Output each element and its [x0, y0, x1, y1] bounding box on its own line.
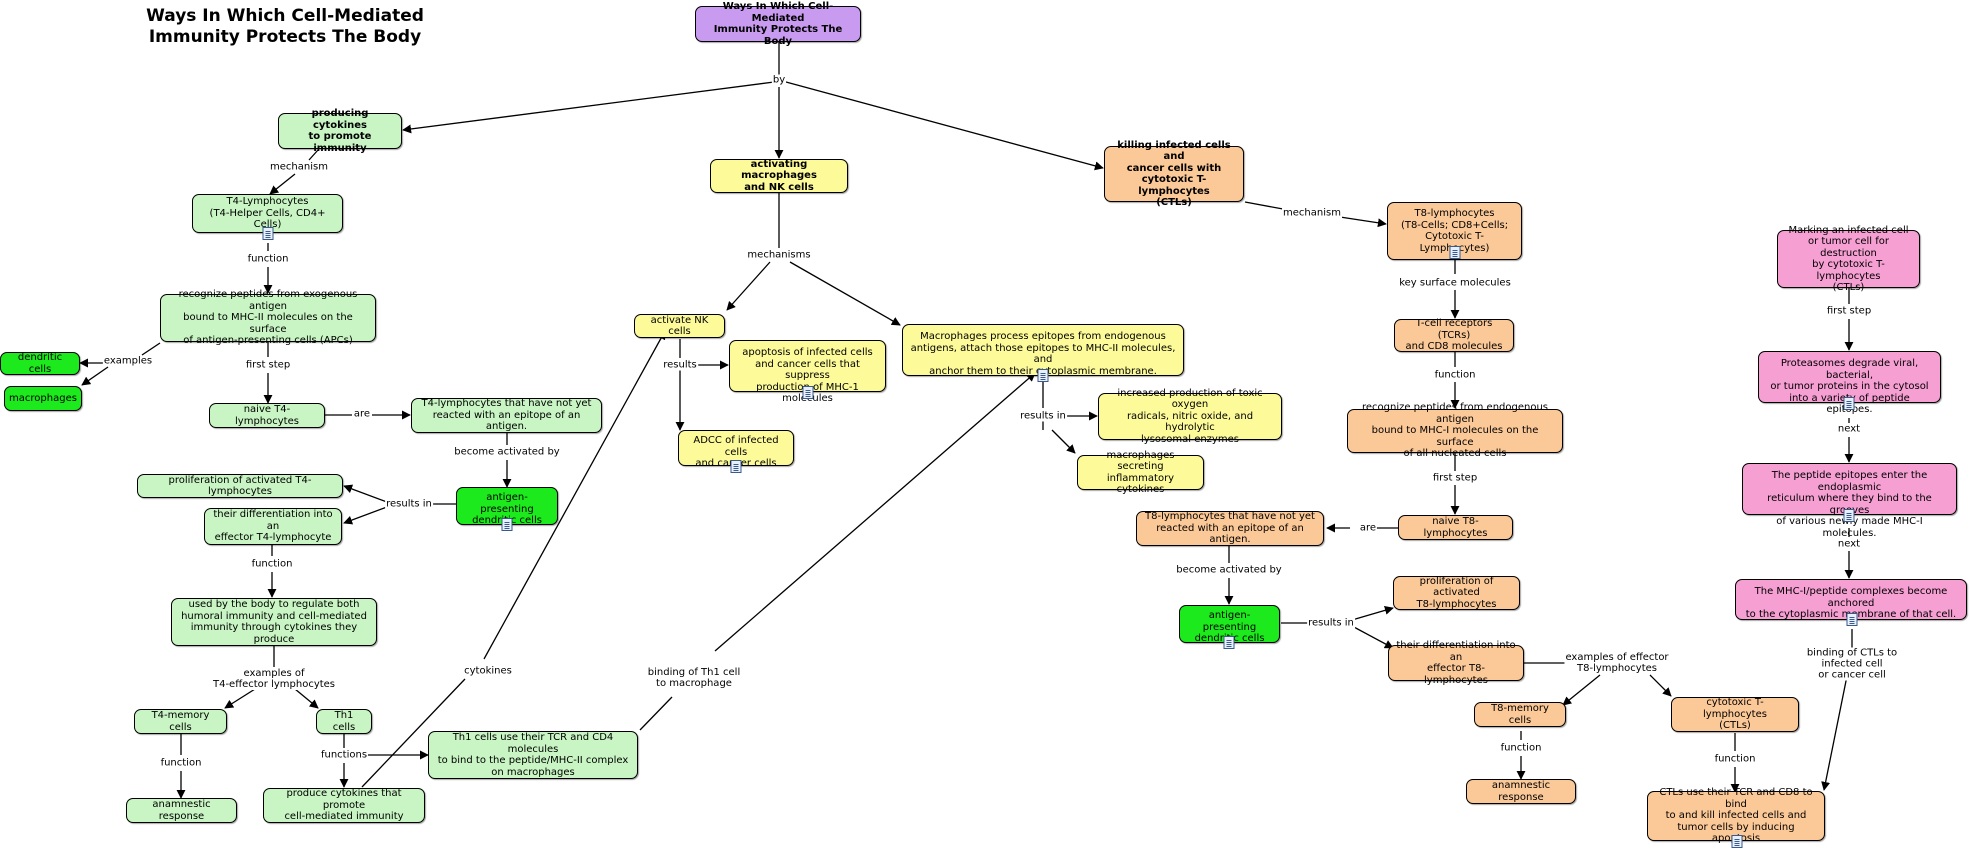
produce-cytokines-node[interactable]: produce cytokines that promote cell-medi… — [263, 788, 425, 823]
link-label-binding-ctls: binding of CTLs to infected cell or canc… — [1792, 647, 1912, 681]
link-label-next-2: next — [1836, 538, 1862, 550]
proliferation-t4-node[interactable]: proliferation of activated T4-lymphocyte… — [137, 474, 343, 498]
link-label-function-ctl: function — [1713, 753, 1757, 765]
link-label-become-activated-left: become activated by — [453, 446, 561, 458]
th1-tcr-node[interactable]: Th1 cells use their TCR and CD4 molecule… — [428, 731, 638, 779]
used-by-body-node[interactable]: used by the body to regulate both humora… — [171, 598, 377, 646]
diagram-title: Ways In Which Cell-Mediated Immunity Pro… — [146, 6, 424, 47]
t8-not-reacted-node[interactable]: T8-lymphocytes that have not yet reacted… — [1136, 511, 1324, 546]
link-label-are-left: are — [352, 408, 372, 420]
link-label-results-in-right: results in — [1307, 617, 1355, 629]
th1-cells-node[interactable]: Th1 cells — [316, 709, 372, 734]
mhc-anchored-node[interactable]: The MHC-I/peptide complexes become ancho… — [1735, 579, 1967, 620]
anamnestic-left-node[interactable]: anamnestic response — [126, 798, 237, 823]
document-icon[interactable] — [1037, 369, 1049, 382]
document-icon[interactable] — [1843, 509, 1855, 522]
link-label-function-tcr: function — [1433, 369, 1477, 381]
link-label-examples: examples — [102, 355, 154, 367]
t4-not-reacted-node[interactable]: T4-lymphocytes that have not yet reacted… — [411, 398, 602, 433]
increased-production-node[interactable]: increased production of toxic oxygen rad… — [1098, 388, 1282, 445]
activate-nk-node[interactable]: activate NK cells — [634, 314, 725, 338]
link-label-mechanism-right: mechanism — [1282, 207, 1342, 219]
document-icon[interactable] — [262, 227, 274, 240]
link-label-next-1: next — [1836, 423, 1862, 435]
peptide-enter-node[interactable]: The peptide epitopes enter the endoplasm… — [1742, 463, 1957, 539]
link-label-function-memory: function — [159, 757, 203, 769]
link-label-examples-effector: examples of effector T8-lymphocytes — [1564, 652, 1670, 674]
macrophages-secreting-node[interactable]: macrophages secreting inflammatory cytok… — [1077, 450, 1204, 495]
document-icon[interactable] — [802, 386, 814, 399]
ctls-use-node[interactable]: CTLs use their TCR and CD8 to bind to an… — [1647, 787, 1825, 844]
recognize-mhc1-node[interactable]: recognize peptides from endogenous antig… — [1347, 402, 1563, 459]
link-label-become-activated-right: become activated by — [1175, 564, 1283, 576]
link-label-function-diff: function — [250, 558, 294, 570]
proliferation-t8-node[interactable]: proliferation of activated T8-lymphocyte… — [1393, 576, 1520, 610]
link-label-first-step-marking: first step — [1825, 305, 1873, 317]
link-label-by: by — [771, 74, 787, 86]
link-label-results-in-left: results in — [385, 498, 433, 510]
link-label-first-step-left: first step — [244, 359, 292, 371]
document-icon[interactable] — [1846, 613, 1858, 626]
apc-dendritic-right-node[interactable]: antigen-presenting dendritic cells — [1179, 605, 1280, 644]
root-node[interactable]: Ways In Which Cell-Mediated Immunity Pro… — [695, 1, 861, 47]
link-label-binding-th1: binding of Th1 cell to macrophage — [646, 667, 742, 689]
t8-lymphocytes-node[interactable]: T8-lymphocytes (T8-Cells; CD8+Cells; Cyt… — [1387, 202, 1522, 260]
naive-t8-node[interactable]: naive T8-lymphocytes — [1398, 515, 1513, 540]
naive-t4-node[interactable]: naive T4-lymphocytes — [209, 403, 325, 428]
differentiation-t8-node[interactable]: their differentiation into an effector T… — [1388, 640, 1524, 686]
link-label-function-t8mem: function — [1499, 742, 1543, 754]
document-icon[interactable] — [1731, 835, 1743, 848]
macrophages-process-node[interactable]: Macrophages process epitopes from endoge… — [902, 324, 1184, 377]
ctl-node[interactable]: cytotoxic T-lymphocytes (CTLs) — [1671, 697, 1799, 732]
recognize-mhc2-node[interactable]: recognize peptides from exogenous antige… — [160, 289, 376, 346]
document-icon[interactable] — [501, 518, 513, 531]
link-label-key-surface: key surface molecules — [1398, 277, 1512, 289]
link-label-function-t4: function — [246, 253, 290, 265]
link-label-mechanisms: mechanisms — [746, 249, 812, 261]
link-label-examples-t4: examples of T4-effector lymphocytes — [211, 668, 337, 690]
document-icon[interactable] — [730, 460, 742, 473]
link-label-cytokines: cytokines — [463, 665, 513, 677]
anamnestic-right-node[interactable]: anamnestic response — [1466, 779, 1576, 804]
link-label-mechanism-left: mechanism — [269, 161, 329, 173]
link-label-functions-th1: functions — [319, 749, 369, 761]
activating-macrophages-node[interactable]: activating macrophages and NK cells — [710, 159, 848, 193]
macrophages-node[interactable]: macrophages — [4, 386, 82, 411]
differentiation-t4-node[interactable]: their differentiation into an effector T… — [204, 508, 342, 545]
marking-node[interactable]: Marking an infected cell or tumor cell f… — [1777, 225, 1920, 293]
t8-memory-node[interactable]: T8-memory cells — [1474, 702, 1566, 727]
document-icon[interactable] — [1223, 636, 1235, 649]
dendritic-cells-node[interactable]: dendritic cells — [0, 352, 80, 375]
link-label-results-nk: results — [662, 359, 698, 371]
document-icon[interactable] — [1449, 246, 1461, 259]
link-label-results-in-macro: results in — [1019, 410, 1067, 422]
t4-memory-node[interactable]: T4-memory cells — [134, 709, 227, 734]
killing-infected-node[interactable]: killing infected cells and cancer cells … — [1104, 140, 1244, 208]
link-label-are-right: are — [1358, 522, 1378, 534]
apoptosis-node[interactable]: apoptosis of infected cells and cancer c… — [729, 340, 886, 404]
proteasomes-node[interactable]: Proteasomes degrade viral, bacterial, or… — [1758, 351, 1941, 415]
tcr-cd8-node[interactable]: T-cell receptors (TCRs) and CD8 molecule… — [1394, 318, 1514, 352]
producing-cytokines-node[interactable]: producing cytokines to promote immunity — [278, 108, 402, 154]
document-icon[interactable] — [1843, 397, 1855, 410]
link-label-first-step-right: first step — [1431, 472, 1479, 484]
